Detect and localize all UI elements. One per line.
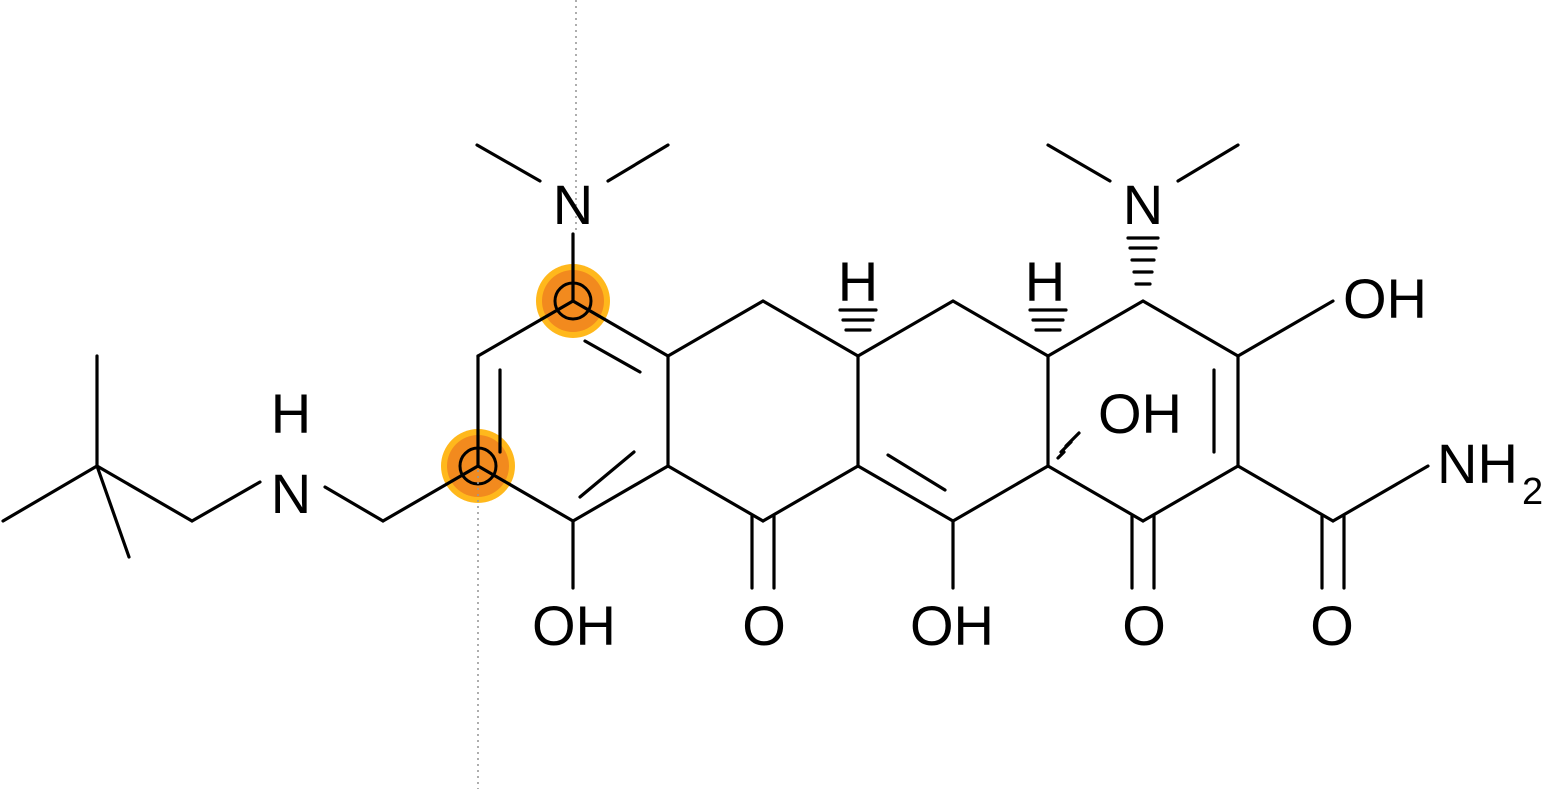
atom-label-nh2: NH [1437,432,1518,495]
bond-skeleton [1,143,1430,590]
atom-label-ring-h-2: H [1025,250,1065,313]
hashed-wedge-ring-h-2 [1028,308,1068,332]
atom-label-oh-center: OH [1098,382,1182,445]
atom-label-n-top-right: N [1123,173,1163,236]
atom-label-o-bottom-1: O [742,594,786,657]
atom-label-n-top-left: N [553,173,593,236]
atom-label-oh-bottom-2: OH [910,594,994,657]
atom-label-o-amide: O [1310,594,1354,657]
hashed-wedge-oh-center [1056,431,1081,460]
atom-label-o-bottom-2: O [1122,594,1166,657]
hashed-wedge-amine-top-right [1126,236,1160,286]
atom-label-nh-h: H [271,382,311,445]
hashed-wedge-ring-h-1 [838,308,878,332]
atom-label-nh-n: N [271,462,311,525]
atom-label-ring-h-1: H [838,250,878,313]
atom-label-nh2-subscript: 2 [1522,471,1543,513]
atom-label-oh-top-right: OH [1343,267,1427,330]
atom-label-oh-bottom-1: OH [532,594,616,657]
